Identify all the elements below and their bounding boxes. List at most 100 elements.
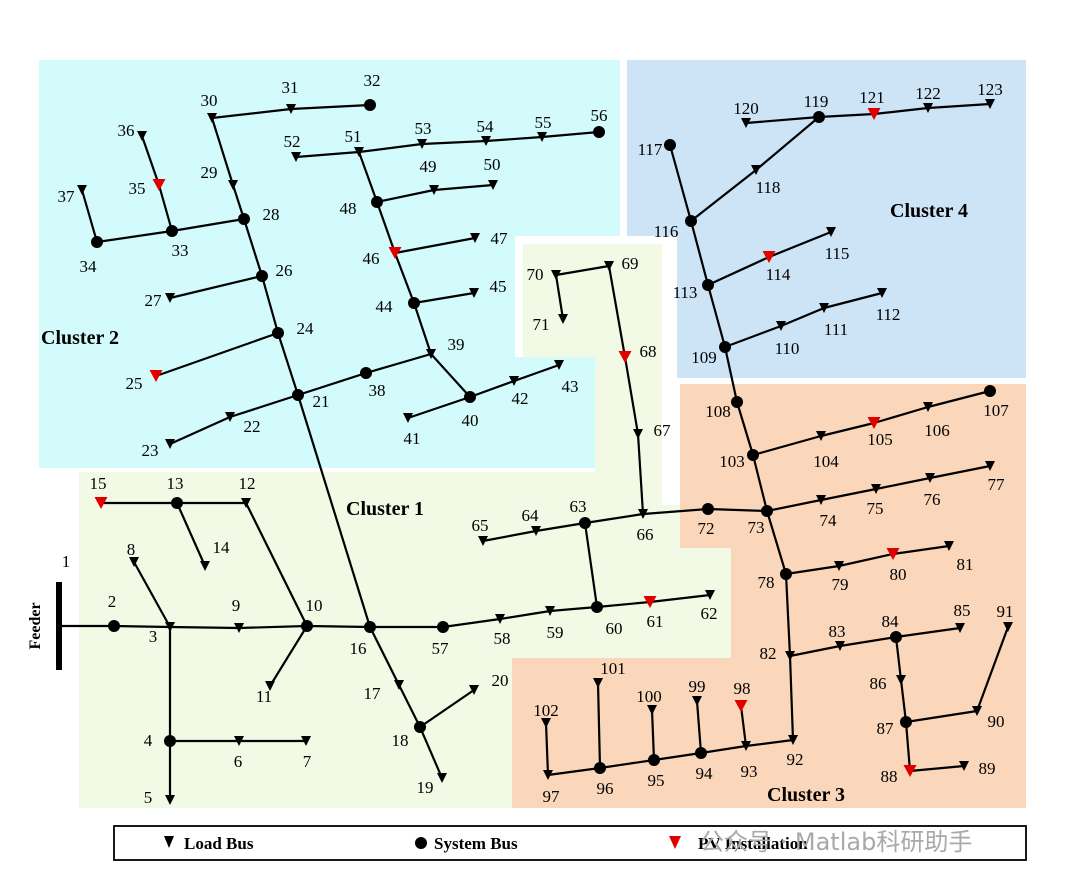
branch-21-38 [297, 371, 367, 397]
bus-label-6: 6 [234, 752, 243, 771]
bus-label-30: 30 [201, 91, 218, 110]
branch-29-30 [210, 117, 235, 186]
branch-22-23 [169, 415, 231, 446]
bus-label-83: 83 [829, 622, 846, 641]
load-bus-icon [165, 293, 175, 303]
branch-54-55 [485, 135, 543, 143]
system-bus-icon [719, 341, 731, 353]
load-bus-icon [234, 736, 244, 746]
branch-73-78 [765, 510, 788, 575]
system-bus-icon [813, 111, 825, 123]
bus-label-48: 48 [340, 199, 357, 218]
bus-label-17: 17 [364, 684, 382, 703]
legend-load-bus-text: Load Bus [184, 834, 254, 853]
load-bus-icon [354, 147, 364, 157]
legend-system-bus-icon [415, 837, 427, 849]
branch-13-14 [175, 502, 207, 567]
branch-21-22 [229, 393, 299, 419]
branch-82-83 [789, 644, 841, 658]
branch-106-107 [927, 389, 991, 409]
pv-installation-icon [149, 370, 163, 382]
branch-17-18 [398, 684, 421, 728]
bus-label-95: 95 [648, 771, 665, 790]
legend-box [113, 825, 1027, 861]
branch-31-32 [290, 103, 371, 111]
cluster-regions [39, 60, 1026, 808]
bus-label-97: 97 [543, 787, 561, 806]
system-bus-icon [695, 747, 707, 759]
load-bus-icon [871, 484, 881, 494]
branch-116-118 [690, 169, 757, 222]
pv-installation-icon [152, 179, 166, 191]
bus-label-106: 106 [924, 421, 950, 440]
branch-lines [59, 102, 1010, 800]
bus-label-82: 82 [760, 644, 777, 663]
branch-53-54 [421, 139, 487, 146]
branch-104-105 [820, 421, 875, 438]
branch-30-31 [211, 107, 292, 120]
bus-label-26: 26 [276, 261, 293, 280]
branch-105-106 [873, 405, 929, 425]
load-bus-icon [638, 509, 648, 519]
system-bus-icon [171, 497, 183, 509]
bus-label-2: 2 [108, 592, 117, 611]
branch-84-86 [894, 636, 903, 681]
system-bus-icon [256, 270, 268, 282]
load-bus-icon [225, 412, 235, 422]
bus-label-51: 51 [345, 127, 362, 146]
bus-label-60: 60 [606, 619, 623, 638]
branch-28-33 [171, 217, 245, 233]
branch-109-113 [706, 284, 727, 348]
bus-label-21: 21 [313, 392, 330, 411]
bus-label-115: 115 [825, 244, 850, 263]
load-bus-icon [77, 185, 87, 195]
branch-63-66 [584, 512, 644, 525]
branch-67-68 [623, 356, 640, 435]
bus-label-20: 20 [492, 671, 509, 690]
load-bus-icon [537, 132, 547, 142]
load-bus-icon [1003, 622, 1013, 632]
load-bus-icon [819, 303, 829, 313]
branch-66-72 [642, 507, 709, 516]
bus-label-58: 58 [494, 629, 511, 648]
legend-pv-text: PV Installation [698, 834, 808, 853]
load-bus-icon [286, 104, 296, 114]
bus-label-66: 66 [637, 525, 654, 544]
branch-86-87 [899, 679, 908, 723]
load-bus-icon [816, 495, 826, 505]
branch-111-112 [823, 291, 883, 310]
branch-26-27 [169, 274, 263, 300]
branch-48-51 [357, 151, 379, 203]
branch-9-10 [238, 624, 308, 630]
bus-label-61: 61 [647, 612, 664, 631]
system-bus-icon [579, 517, 591, 529]
bus-label-15: 15 [90, 474, 107, 493]
bus-label-70: 70 [527, 265, 544, 284]
load-bus-icon [228, 180, 238, 190]
bus-label-41: 41 [404, 429, 421, 448]
branch-70-71 [554, 274, 565, 320]
branch-114-115 [768, 230, 832, 259]
load-bus-icon [545, 606, 555, 616]
bus-label-120: 120 [733, 99, 759, 118]
bus-label-108: 108 [705, 402, 731, 421]
branch-39-44 [412, 302, 433, 355]
load-bus-icon [531, 526, 541, 536]
system-bus-icon [272, 327, 284, 339]
branch-39-40 [430, 353, 471, 398]
bus-label-119: 119 [804, 92, 829, 111]
branch-38-39 [365, 352, 432, 375]
load-bus-icon [593, 678, 603, 688]
bus-label-104: 104 [813, 452, 839, 471]
load-bus-icon [437, 773, 447, 783]
system-bus-icon [91, 236, 103, 248]
feeder-bar [56, 582, 62, 670]
legend-load-bus-icon [164, 836, 174, 848]
load-bus-icon [647, 705, 657, 715]
bus-label-40: 40 [462, 411, 479, 430]
load-bus-icon [403, 413, 413, 423]
pv-installation-icon [903, 765, 917, 777]
bus-label-87: 87 [877, 719, 895, 738]
load-bus-icon [129, 557, 139, 567]
branch-95-100 [650, 709, 656, 761]
